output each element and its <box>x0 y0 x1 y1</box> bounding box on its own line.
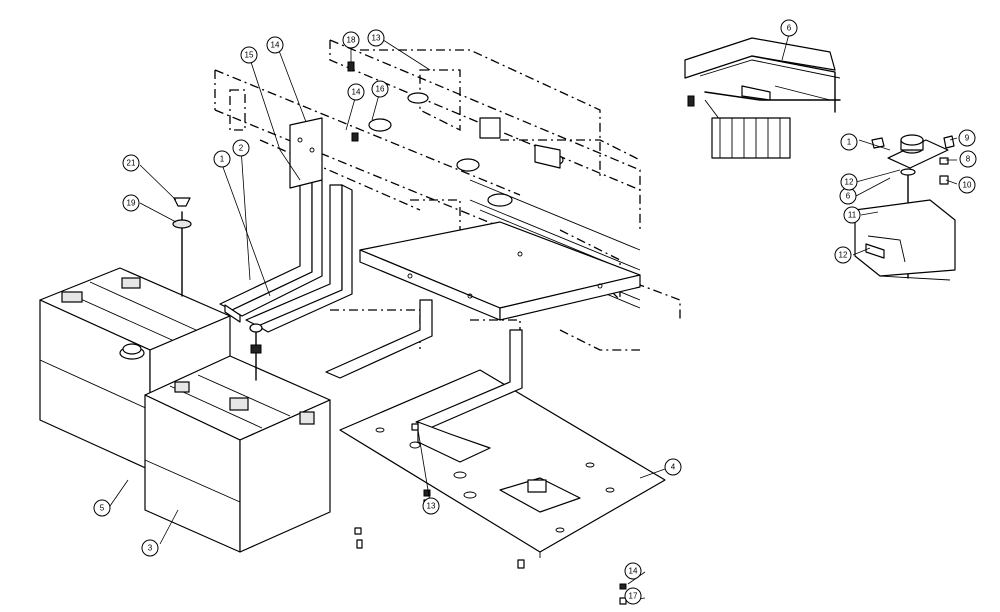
svg-text:9: 9 <box>965 134 970 143</box>
callout-17: 17 <box>624 587 642 605</box>
detail-callout-8: 8 <box>959 150 977 168</box>
bolt-18 <box>347 61 355 72</box>
callout-21: 21 <box>122 154 140 172</box>
bolt-plates <box>368 92 564 207</box>
base-plate <box>339 369 666 558</box>
callout-3: 3 <box>141 539 159 557</box>
svg-text:17: 17 <box>629 592 638 601</box>
tank-brackets <box>219 117 523 463</box>
svg-text:18: 18 <box>347 36 356 45</box>
svg-text:8: 8 <box>966 155 971 164</box>
detail-callout-1: 1 <box>840 133 858 151</box>
detail-callout-12-upper: 12 <box>840 173 858 191</box>
callout-1: 1 <box>213 150 231 168</box>
svg-text:3: 3 <box>148 544 153 553</box>
callout-14-mid: 14 <box>347 83 365 101</box>
svg-text:14: 14 <box>629 567 638 576</box>
svg-text:13: 13 <box>427 502 436 511</box>
detail-callout-9: 9 <box>958 129 976 147</box>
svg-text:12: 12 <box>839 251 848 260</box>
deck-platform <box>359 221 641 321</box>
fuel-tank-right <box>144 355 331 553</box>
callout-2: 2 <box>232 139 250 157</box>
svg-text:21: 21 <box>127 159 136 168</box>
svg-text:6: 6 <box>787 24 792 33</box>
callout-19: 19 <box>122 194 140 212</box>
svg-text:14: 14 <box>352 88 361 97</box>
svg-text:14: 14 <box>271 41 280 50</box>
svg-text:5: 5 <box>100 504 105 513</box>
detail-callout-6-top: 6 <box>780 19 798 37</box>
svg-text:11: 11 <box>848 211 857 220</box>
callout-13-bottom: 13 <box>422 497 440 515</box>
detail-callout-12-lower: 12 <box>834 246 852 264</box>
svg-text:12: 12 <box>845 178 854 187</box>
svg-text:10: 10 <box>963 181 972 190</box>
base-plate-slot <box>499 477 581 513</box>
detail-callout-11: 11 <box>843 206 861 224</box>
callout-14-bottom: 14 <box>624 562 642 580</box>
svg-text:16: 16 <box>376 85 385 94</box>
callout-15: 15 <box>240 46 258 64</box>
callout-16: 16 <box>371 80 389 98</box>
callout-5: 5 <box>93 499 111 517</box>
svg-text:19: 19 <box>127 199 136 208</box>
detail-callout-10: 10 <box>958 176 976 194</box>
svg-text:4: 4 <box>671 463 676 472</box>
detail-inset <box>684 37 956 281</box>
svg-text:2: 2 <box>239 144 244 153</box>
svg-text:13: 13 <box>372 34 381 43</box>
leader-lines <box>109 33 958 601</box>
callout-13-top: 13 <box>367 29 385 47</box>
callout-18: 18 <box>342 31 360 49</box>
filler-assembly <box>172 197 263 381</box>
svg-text:1: 1 <box>847 138 852 147</box>
callout-14-upper: 14 <box>266 36 284 54</box>
svg-text:6: 6 <box>846 192 851 201</box>
callout-4: 4 <box>664 458 682 476</box>
svg-text:1: 1 <box>220 155 225 164</box>
svg-text:15: 15 <box>245 51 254 60</box>
